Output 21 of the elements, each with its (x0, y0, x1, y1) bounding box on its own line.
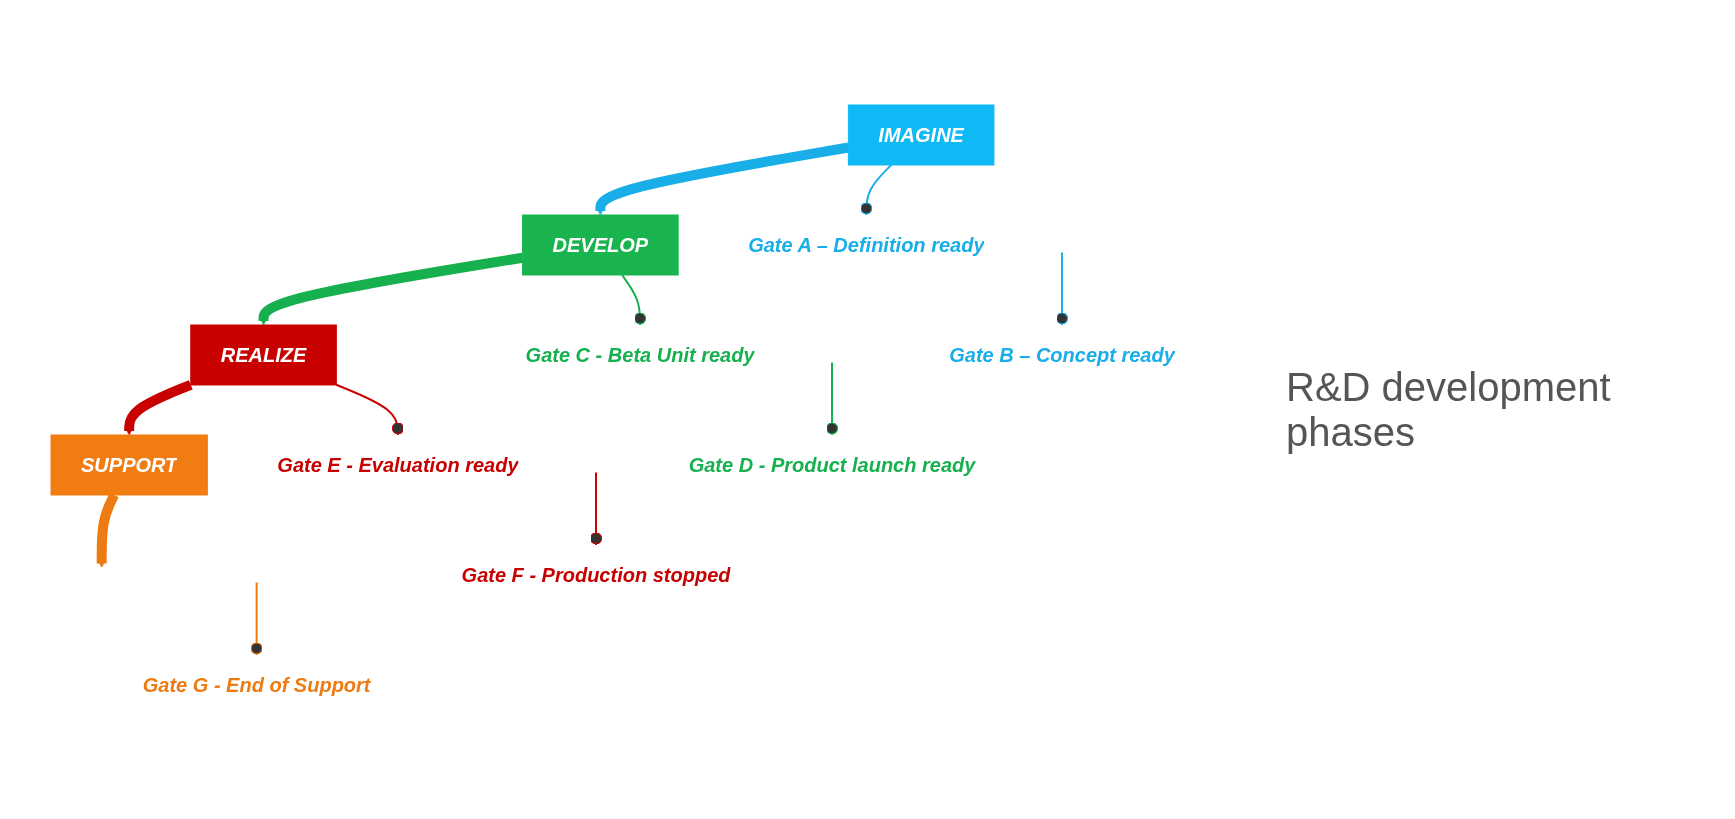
node-box: IMAGINE (847, 104, 995, 165)
connector (250, 581, 263, 656)
phase-group-label: R&D development phases (1286, 364, 1612, 455)
connector (1056, 251, 1069, 326)
node-text: Gate G - End of Support (142, 673, 371, 696)
arrow (258, 252, 524, 325)
connector (335, 383, 405, 436)
node-text: Gate B – Concept ready (949, 343, 1175, 366)
arrow (124, 379, 193, 435)
node-box: DEVELOP (522, 214, 679, 275)
node-text: Gate C - Beta Unit ready (525, 343, 755, 366)
arrow (595, 142, 850, 215)
connector (826, 361, 839, 436)
connector (621, 273, 647, 326)
node-text: Gate A – Definition ready (748, 233, 985, 256)
connector (590, 471, 603, 546)
node-box: REALIZE (190, 324, 337, 385)
node-text: Gate D - Product launch ready (688, 453, 976, 476)
connector (860, 163, 893, 216)
node-text: Gate F - Production stopped (461, 563, 731, 586)
node-text: Gate E - Evaluation ready (277, 453, 519, 476)
